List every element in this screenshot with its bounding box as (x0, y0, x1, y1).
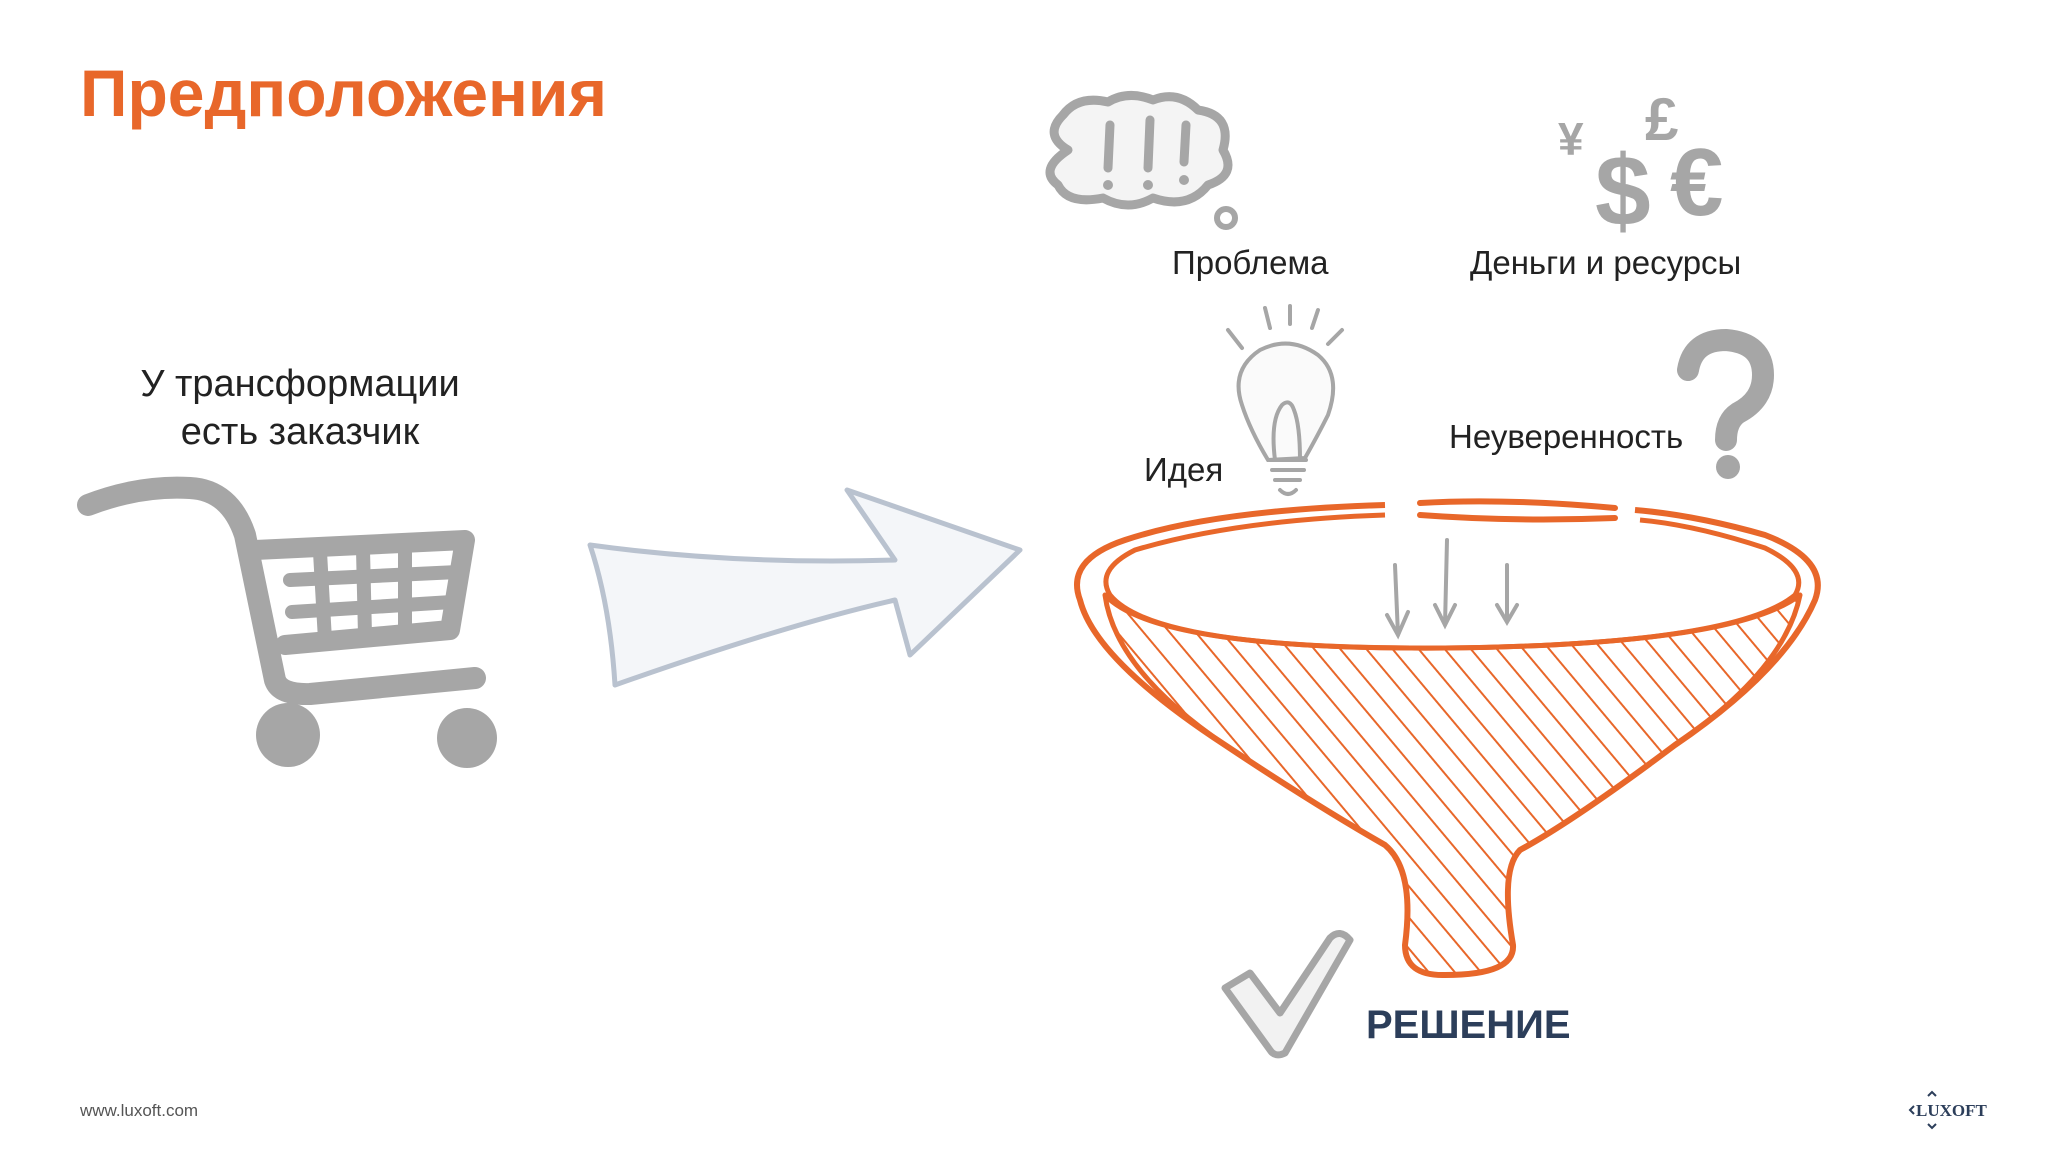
shopping-cart-icon (77, 476, 497, 768)
label-idea: Идея (1144, 451, 1224, 488)
luxoft-logo: LUXOFT (1908, 1088, 2000, 1132)
label-uncertainty: Неуверенность (1449, 418, 1684, 455)
arrow-right-icon (587, 487, 1023, 688)
question-mark-icon (1677, 328, 1775, 479)
customer-text-line-1: У трансформации (140, 363, 460, 405)
dollar-symbol: $ (1595, 135, 1651, 247)
checkmark-icon (1221, 930, 1354, 1059)
logo-text: LUXOFT (1916, 1101, 1988, 1120)
label-problem: Проблема (1172, 244, 1329, 281)
pound-symbol: £ (1645, 86, 1678, 153)
euro-symbol: € (1670, 129, 1723, 236)
slide-title: Предположения (80, 56, 607, 130)
thought-cloud-icon (1045, 91, 1238, 230)
label-money: Деньги и ресурсы (1470, 244, 1742, 281)
label-solution: РЕШЕНИЕ (1366, 1003, 1571, 1047)
funnel-icon (1074, 498, 1821, 979)
yen-symbol: ¥ (1558, 113, 1584, 165)
customer-text: У трансформации есть заказчик (80, 360, 520, 456)
footer-url[interactable]: www.luxoft.com (80, 1101, 199, 1120)
currency-icon: ¥ $ £ € (1558, 86, 1723, 247)
lightbulb-icon (1226, 304, 1344, 496)
customer-text-line-2: есть заказчик (180, 411, 420, 453)
